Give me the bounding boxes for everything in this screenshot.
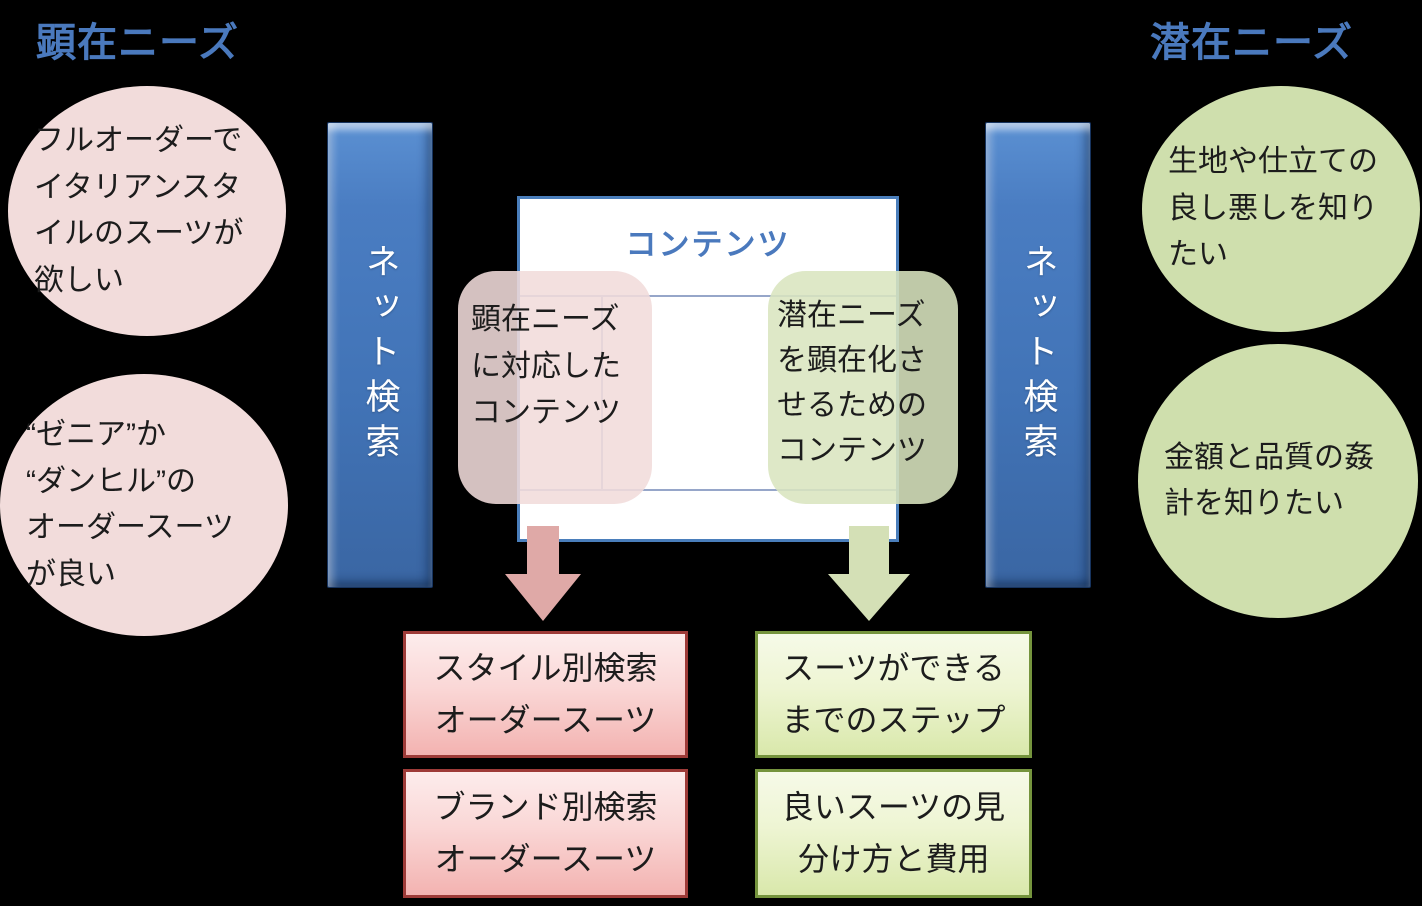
latent-need-circle-1-text: 生地や仕立ての 良し悪しを知り たい — [1168, 145, 1378, 272]
result-box-style-search: スタイル別検索 オーダースーツ — [403, 631, 688, 758]
content-box-title: コンテンツ — [625, 227, 791, 262]
explicit-need-circle-2: “ゼニア”か “ダンヒル”の オーダースーツ が良い — [0, 374, 288, 636]
explicit-need-circle-1: フルオーダーで イタリアンスタ イルのスーツが 欲しい — [8, 86, 286, 336]
down-arrow-latent-shape — [828, 526, 910, 621]
net-search-bar-left-label: ネット検索 — [360, 242, 400, 468]
down-arrow-latent — [828, 526, 910, 621]
explicit-need-circle-1-text: フルオーダーで イタリアンスタ イルのスーツが 欲しい — [34, 124, 244, 297]
latent-content-overlay: 潜在ニーズ を顕在化さ せるための コンテンツ — [768, 271, 958, 504]
result-box-brand-search: ブランド別検索 オーダースーツ — [403, 769, 688, 898]
latent-need-circle-2-text: 金額と品質の姦 計を知りたい — [1164, 440, 1374, 521]
down-arrow-explicit-shape — [505, 526, 581, 621]
result-box-suit-steps: スーツができる までのステップ — [755, 631, 1032, 758]
heading-latent-needs: 潜在ニーズ — [1150, 21, 1353, 65]
result-box-suit-quality-cost: 良いスーツの見 分け方と費用 — [755, 769, 1032, 898]
heading-explicit-needs: 顕在ニーズ — [36, 21, 239, 65]
net-search-bar-left: ネット検索 — [327, 122, 433, 588]
latent-need-circle-1: 生地や仕立ての 良し悪しを知り たい — [1142, 86, 1420, 332]
down-arrow-explicit — [505, 526, 581, 621]
wireframe-divider-top — [520, 295, 896, 297]
net-search-bar-right-label: ネット検索 — [1018, 242, 1058, 468]
latent-need-circle-2: 金額と品質の姦 計を知りたい — [1138, 344, 1418, 618]
explicit-need-circle-2-text: “ゼニア”か “ダンヒル”の オーダースーツ が良い — [26, 418, 234, 591]
wireframe-divider-bottom — [520, 489, 896, 491]
net-search-bar-right: ネット検索 — [985, 122, 1091, 588]
explicit-content-overlay: 顕在ニーズ に対応した コンテンツ — [458, 271, 652, 504]
